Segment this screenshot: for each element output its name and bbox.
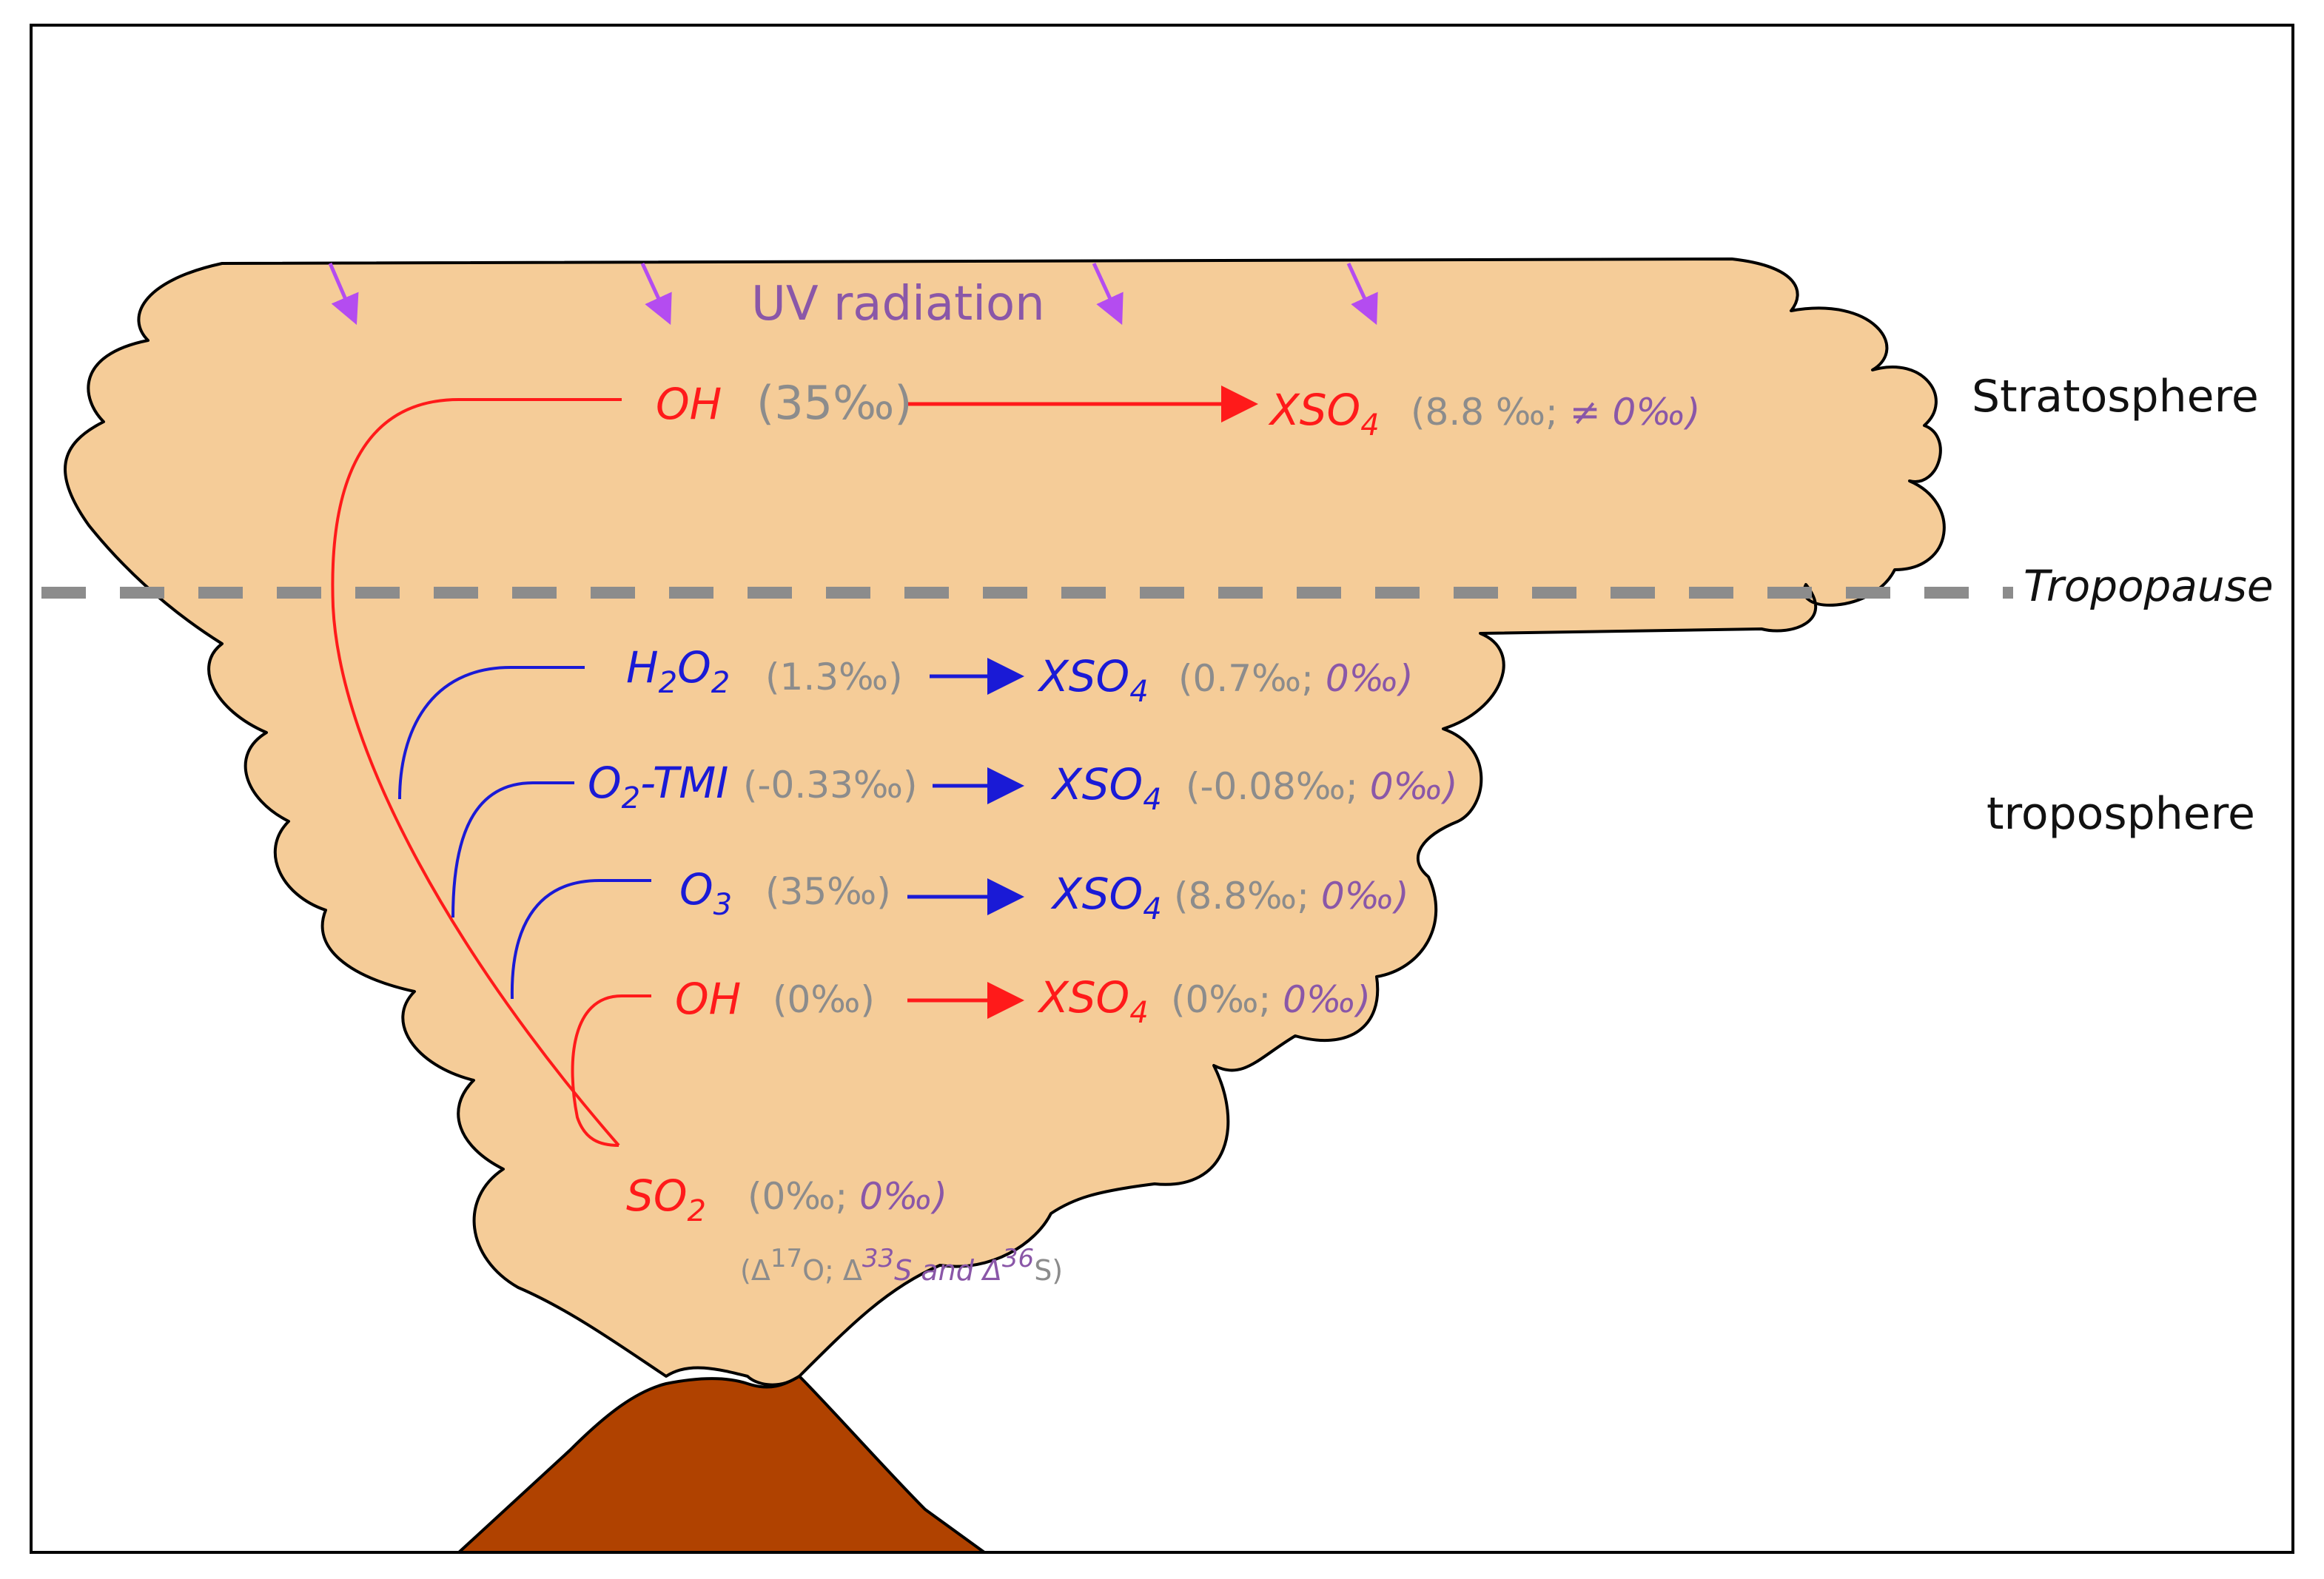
uv-arrow-icon [1092,262,1124,326]
reaction-row-oh: OH (0‰) XSO4 (0‰; 0‰) [675,972,1371,1030]
uv-arrow-icon [640,262,672,326]
stratosphere-label: Stratosphere [1972,371,2259,422]
uv-arrows [328,262,1378,326]
oxidant-oh: OH [675,974,741,1024]
uv-label: UV radiation [751,277,1045,331]
strat-oxidant: OH [656,379,722,429]
troposphere-rows: H2O2 (1.3‰) XSO4 (0.7‰; 0‰) O2-TMI (-0.3… [588,642,1458,1030]
product-xso4: XSO4 [1037,972,1149,1030]
troposphere-label: troposphere [1987,788,2255,840]
oxidant-value: (0‰) [773,978,875,1021]
uv-arrow-icon [1346,262,1378,326]
so2-value: (0‰; 0‰) [748,1175,947,1218]
oxidant-h2o2: H2O2 [626,642,730,700]
strat-product-value: (8.8 ‰; ≠ 0‰) [1411,391,1700,434]
product-xso4: XSO4 [1050,759,1162,817]
product-xso4: XSO4 [1050,869,1162,926]
oxidant-o2-tmi: O2-TMI [588,758,728,815]
oxidant-value: (1.3‰) [765,656,903,698]
product-value: (0.7‰; 0‰) [1178,657,1414,700]
reaction-row-h2o2: H2O2 (1.3‰) XSO4 (0.7‰; 0‰) [626,642,1414,709]
so2-source: SO2 (0‰; 0‰) (Δ17O; Δ33S and Δ36S) [626,1171,1063,1287]
product-value: (0‰; 0‰) [1171,978,1371,1021]
pathway-curves [331,398,651,1147]
plume-cloud [63,257,1946,1387]
h2o2-curve [398,666,585,800]
stratosphere-row: OH (35‰) XSO4 (8.8 ‰; ≠ 0‰) [656,376,1700,442]
oxidant-o3: O3 [679,864,732,922]
o2tmi-curve [451,781,574,918]
oxidant-value: (35‰) [765,870,891,913]
reaction-row-o2-tmi: O2-TMI (-0.33‰) XSO4 (-0.08‰; 0‰) [588,758,1458,817]
tropopause-label: Tropopause [2024,561,2274,611]
oxidant-value: (-0.33‰) [743,764,917,807]
so2-label: SO2 [626,1171,706,1228]
isotope-legend: (Δ17O; Δ33S and Δ36S) [740,1244,1063,1287]
product-xso4: XSO4 [1037,651,1149,709]
frame [30,24,2294,1554]
product-value: (-0.08‰; 0‰) [1186,765,1458,808]
volcano [454,1374,990,1554]
product-value: (8.8‰; 0‰) [1174,875,1409,918]
uv-arrow-icon [328,263,359,326]
strat-product: XSO4 [1268,385,1380,442]
o3-curve [510,879,651,1000]
reaction-row-o3: O3 (35‰) XSO4 (8.8‰; 0‰) [679,864,1409,926]
strat-oxidant-value: (35‰) [756,376,912,430]
reaction-arrows [907,386,1258,1019]
tropospheric-oh-curve [571,994,651,1147]
stratospheric-oh-curve [331,398,622,1147]
